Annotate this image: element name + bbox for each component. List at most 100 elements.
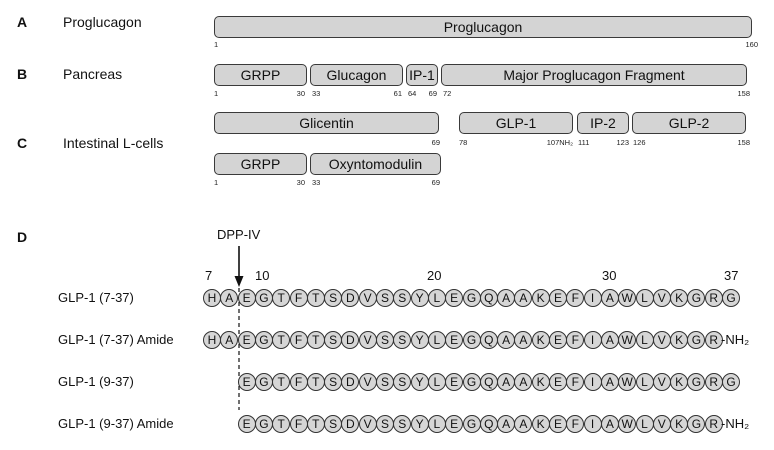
residue-circle: S bbox=[324, 415, 343, 433]
terminal-nh2-row4: -NH₂ bbox=[721, 416, 750, 431]
bar-proglucagon-label: Proglucagon bbox=[443, 19, 523, 35]
tick-oxyntomodulin-end: 69 bbox=[431, 178, 440, 187]
residue-circle: F bbox=[289, 373, 308, 391]
panel-label-proglucagon: Proglucagon bbox=[63, 14, 142, 30]
residue-circle: V bbox=[652, 415, 671, 433]
tick-glp1-end: 107NH₂ bbox=[546, 138, 573, 147]
residue-circle: S bbox=[376, 373, 394, 391]
bar-glp2-label: GLP-2 bbox=[668, 115, 710, 131]
position-37: 37 bbox=[724, 268, 739, 283]
residue-circle: A bbox=[220, 289, 239, 307]
residue-circle: G bbox=[462, 331, 481, 349]
residue-circle: Y bbox=[410, 289, 429, 307]
tick-major-end: 158 bbox=[737, 89, 750, 98]
bar-glucagon: Glucagon bbox=[310, 64, 403, 86]
dpp-iv-arrow-head bbox=[234, 276, 244, 287]
tick-ip2-start: 111 bbox=[578, 138, 590, 147]
bar-ip2-label: IP-2 bbox=[590, 115, 616, 131]
position-7: 7 bbox=[205, 268, 213, 283]
bar-glucagon-label: Glucagon bbox=[326, 67, 387, 83]
residue-circle: S bbox=[376, 289, 394, 307]
residue-circle: K bbox=[670, 289, 689, 307]
bar-grpp: GRPP bbox=[214, 64, 307, 86]
panel-letter-b: B bbox=[17, 66, 28, 82]
residue-circle: V bbox=[652, 373, 671, 391]
residue-circle: G bbox=[254, 331, 273, 349]
residue-circle: K bbox=[531, 415, 550, 433]
bar-ip2: IP-2 bbox=[577, 112, 629, 134]
residue-circle: G bbox=[687, 289, 706, 307]
residue-circle: G bbox=[722, 289, 740, 307]
tick-glucagon-start: 33 bbox=[312, 89, 321, 98]
bar-glp1: GLP-1 bbox=[459, 112, 573, 134]
residue-circle: G bbox=[722, 373, 740, 391]
residue-circle: A bbox=[497, 373, 516, 391]
residue-circle: V bbox=[358, 373, 377, 391]
residue-circle: L bbox=[635, 415, 654, 433]
tick-proglucagon-end: 160 bbox=[745, 40, 758, 49]
tick-oxyntomodulin-start: 33 bbox=[312, 178, 321, 187]
residue-circle: L bbox=[427, 331, 446, 349]
residue-circle: T bbox=[306, 415, 325, 433]
residue-circle: S bbox=[324, 373, 343, 391]
residue-circle: K bbox=[531, 373, 550, 391]
residue-circle: V bbox=[358, 415, 377, 433]
residue-circle: F bbox=[289, 415, 308, 433]
residue-circle: E bbox=[237, 331, 256, 349]
residue-circle: I bbox=[583, 331, 602, 349]
residue-circle: L bbox=[427, 373, 446, 391]
residue-circle: G bbox=[462, 373, 481, 391]
bar-grpp-intestinal: GRPP bbox=[214, 153, 307, 175]
residue-circle: L bbox=[635, 289, 654, 307]
residue-circle: L bbox=[427, 289, 446, 307]
residue-circle: T bbox=[306, 289, 325, 307]
residue-circle: G bbox=[254, 415, 273, 433]
residue-circle: V bbox=[358, 289, 377, 307]
tick-major-start: 72 bbox=[443, 89, 452, 98]
bar-grpp-label: GRPP bbox=[240, 67, 281, 83]
residue-circle: Q bbox=[479, 373, 498, 391]
residue-circle: I bbox=[583, 373, 602, 391]
tick-glucagon-end: 61 bbox=[393, 89, 402, 98]
position-10: 10 bbox=[255, 268, 270, 283]
panel-label-intestinal: Intestinal L-cells bbox=[63, 135, 164, 151]
bar-grpp-intestinal-label: GRPP bbox=[240, 156, 281, 172]
residue-circle: K bbox=[670, 331, 689, 349]
residue-circle: S bbox=[324, 289, 343, 307]
residue-circle: E bbox=[237, 415, 256, 433]
residue-circle: R bbox=[704, 373, 723, 391]
residue-circle: Y bbox=[410, 331, 429, 349]
bar-ip1-label: IP-1 bbox=[409, 67, 435, 83]
residue-circle: Q bbox=[479, 331, 498, 349]
residue-circle: A bbox=[600, 373, 619, 391]
residue-circle: A bbox=[600, 415, 619, 433]
residue-circle: L bbox=[635, 331, 654, 349]
residue-circle: F bbox=[289, 289, 308, 307]
bar-glicentin-label: Glicentin bbox=[299, 115, 354, 131]
residue-circle: A bbox=[514, 373, 533, 391]
bar-proglucagon: Proglucagon bbox=[214, 16, 752, 38]
residue-circle: G bbox=[254, 289, 273, 307]
residue-circle: E bbox=[549, 331, 567, 349]
residue-circle: A bbox=[600, 289, 619, 307]
tick-glicentin-end: 69 bbox=[431, 138, 440, 147]
residue-circle: K bbox=[670, 415, 689, 433]
residue-circle: V bbox=[358, 331, 377, 349]
residue-circle: R bbox=[704, 289, 723, 307]
residue-circle: A bbox=[600, 331, 619, 349]
residue-circle: Q bbox=[479, 289, 498, 307]
bar-oxyntomodulin: Oxyntomodulin bbox=[310, 153, 441, 175]
row-label-glp1-7-37-amide: GLP-1 (7-37) Amide bbox=[58, 332, 174, 347]
residue-circle: I bbox=[583, 289, 602, 307]
residue-circle: S bbox=[376, 331, 394, 349]
residue-circle: H bbox=[203, 289, 221, 307]
residue-circle: E bbox=[549, 373, 567, 391]
tick-grpp-intestinal-end: 30 bbox=[296, 178, 305, 187]
residue-circle: S bbox=[324, 331, 343, 349]
tick-ip2-end: 123 bbox=[616, 138, 629, 147]
dpp-iv-label: DPP-IV bbox=[217, 227, 261, 242]
residue-circle: A bbox=[497, 415, 516, 433]
row-label-glp1-9-37: GLP-1 (9-37) bbox=[58, 374, 134, 389]
residue-circle: G bbox=[462, 289, 481, 307]
terminal-nh2-row2: -NH₂ bbox=[721, 332, 750, 347]
